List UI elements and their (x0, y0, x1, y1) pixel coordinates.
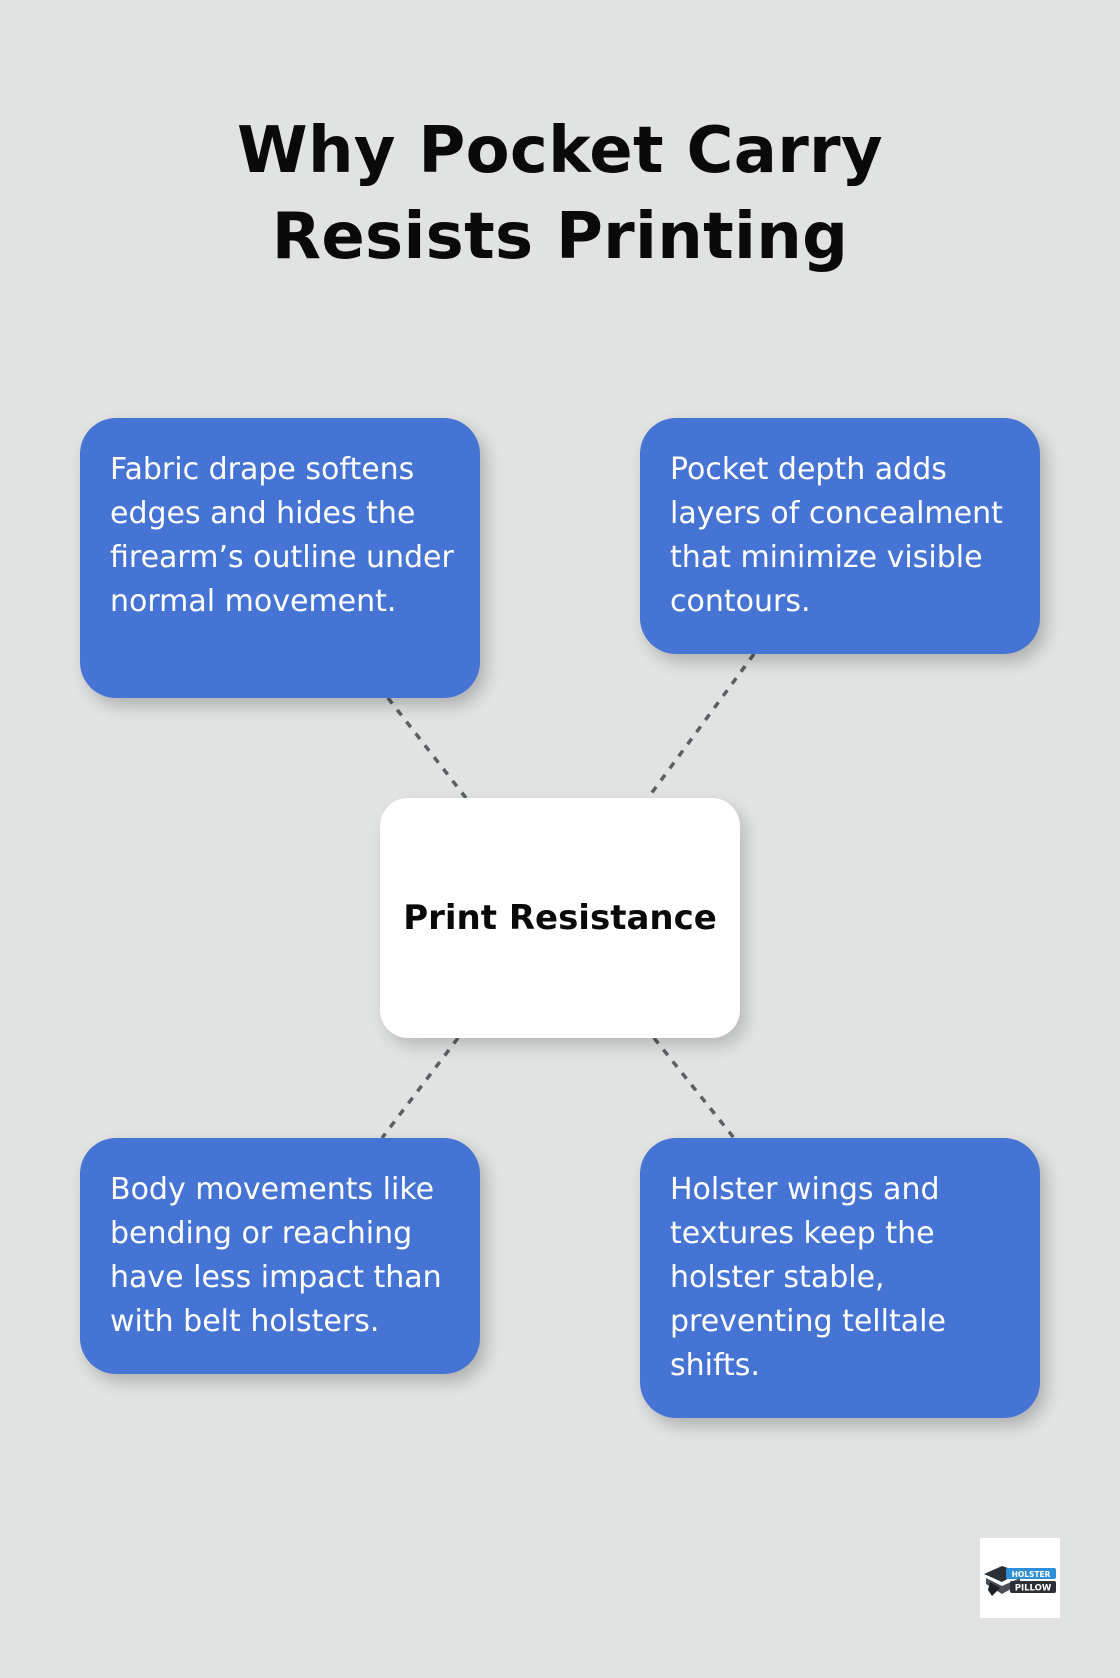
logo-text-bottom: PILLOW (1015, 1584, 1052, 1594)
logo-icon: HOLSTER PILLOW (984, 1566, 1056, 1596)
connector-top-right (646, 652, 756, 800)
connector-bottom-right (652, 1036, 736, 1140)
logo-text-top: HOLSTER (1012, 1570, 1051, 1579)
connector-bottom-left (380, 1036, 460, 1140)
node-holster-wings: Holster wings and textures keep the hols… (640, 1138, 1040, 1418)
node-body-movements: Body movements like bending or reaching … (80, 1138, 480, 1374)
node-text: Fabric drape softens edges and hides the… (110, 452, 454, 619)
center-node: Print Resistance (380, 798, 740, 1038)
page-title: Why Pocket Carry Resists Printing (237, 114, 883, 274)
holster-pillow-logo: HOLSTER PILLOW (980, 1538, 1060, 1618)
node-text: Pocket depth adds layers of concealment … (670, 452, 1003, 619)
node-text: Body movements like bending or reaching … (110, 1172, 442, 1339)
center-label: Print Resistance (403, 898, 717, 938)
node-pocket-depth: Pocket depth adds layers of concealment … (640, 418, 1040, 654)
node-fabric-drape: Fabric drape softens edges and hides the… (80, 418, 480, 698)
node-text: Holster wings and textures keep the hols… (670, 1172, 946, 1383)
connector-top-left (386, 696, 468, 800)
